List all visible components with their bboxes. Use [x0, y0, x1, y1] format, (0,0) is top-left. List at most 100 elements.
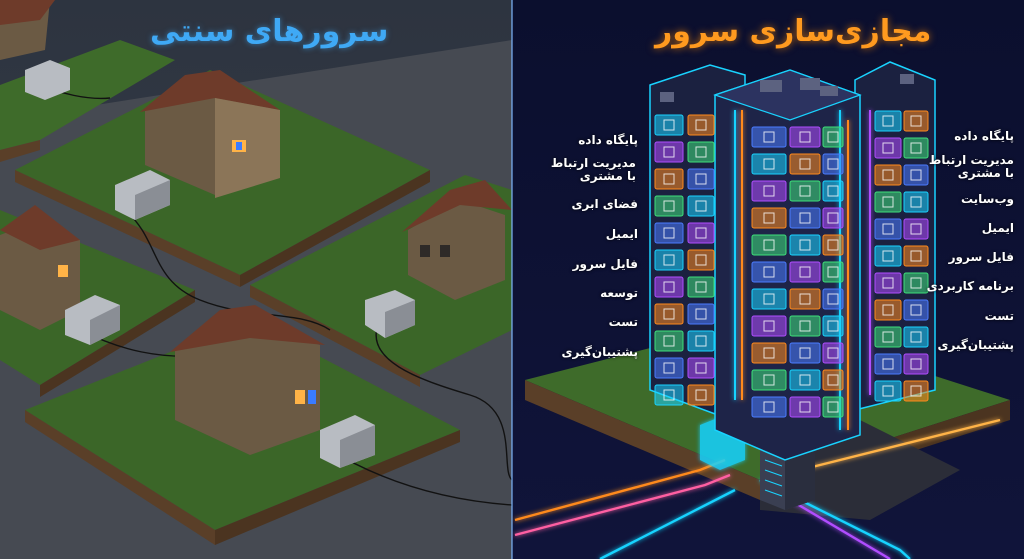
floor-window — [874, 272, 902, 294]
service-icon — [799, 212, 811, 224]
service-icon — [882, 358, 894, 370]
floor-window — [822, 342, 844, 364]
service-icon — [910, 277, 922, 289]
service-icon — [695, 227, 707, 239]
service-icon — [882, 331, 894, 343]
service-icon — [827, 239, 839, 251]
floor-window — [822, 369, 844, 391]
service-icon — [910, 196, 922, 208]
service-icon — [882, 385, 894, 397]
service-icon — [763, 374, 775, 386]
building-floors — [654, 110, 929, 418]
floor-window — [654, 141, 684, 163]
floor-window — [687, 222, 715, 244]
floor-window — [751, 180, 787, 202]
generator-3 — [365, 290, 415, 338]
floor-window — [822, 234, 844, 256]
service-icon — [663, 281, 675, 293]
floor-window — [903, 326, 929, 348]
service-icon — [763, 293, 775, 305]
service-icon — [882, 169, 894, 181]
service-icon — [763, 185, 775, 197]
floor-window — [789, 315, 821, 337]
service-icon — [882, 277, 894, 289]
right-panel-title: مجازی‌سازی سرور — [655, 14, 932, 49]
floor-window — [687, 141, 715, 163]
floor-window — [874, 137, 902, 159]
floor-window — [903, 353, 929, 375]
floor-window — [874, 110, 902, 132]
service-icon — [910, 169, 922, 181]
house-4 — [170, 305, 325, 455]
left-panel-title: سرورهای سنتی — [150, 14, 389, 49]
service-icon — [663, 254, 675, 266]
floor-window — [687, 249, 715, 271]
service-icon — [663, 227, 675, 239]
service-icon — [663, 389, 675, 401]
service-icon — [763, 320, 775, 332]
house-1 — [140, 70, 280, 198]
service-icon — [910, 250, 922, 262]
floor-window — [874, 326, 902, 348]
floor-window — [903, 218, 929, 240]
service-icon — [827, 401, 839, 413]
floor-window — [874, 245, 902, 267]
service-icon — [910, 142, 922, 154]
service-icon — [799, 185, 811, 197]
floor-window — [874, 164, 902, 186]
floor-window — [903, 164, 929, 186]
floor-window — [654, 303, 684, 325]
floor-window — [789, 342, 821, 364]
service-icon — [695, 146, 707, 158]
service-icon — [799, 293, 811, 305]
floor-window — [822, 207, 844, 229]
generator-6 — [25, 60, 70, 100]
right-label-database: پایگاه داده — [954, 129, 1014, 143]
floor-window — [903, 110, 929, 132]
service-icon — [799, 320, 811, 332]
service-icon — [763, 401, 775, 413]
service-icon — [695, 119, 707, 131]
service-icon — [882, 115, 894, 127]
right-label-application: برنامه کاربردی — [926, 279, 1014, 293]
floor-window — [822, 288, 844, 310]
service-icon — [695, 362, 707, 374]
floor-window — [903, 191, 929, 213]
generator-2 — [65, 295, 120, 345]
service-icon — [695, 254, 707, 266]
service-icon — [695, 389, 707, 401]
service-icon — [910, 223, 922, 235]
floor-window — [687, 330, 715, 352]
service-icon — [663, 308, 675, 320]
service-icon — [827, 293, 839, 305]
floor-window — [687, 384, 715, 406]
floor-window — [789, 288, 821, 310]
right-label-website: وب‌سایت — [960, 192, 1014, 206]
service-icon — [799, 158, 811, 170]
left-label-development: توسعه — [600, 286, 638, 300]
right-label-test: تست — [984, 309, 1014, 323]
left-label-test: تست — [608, 315, 638, 329]
floor-window — [654, 330, 684, 352]
service-icon — [827, 212, 839, 224]
floor-window — [687, 114, 715, 136]
right-label-file-server: فایل سرور — [948, 250, 1014, 264]
service-icon — [663, 119, 675, 131]
service-icon — [827, 185, 839, 197]
service-icon — [663, 173, 675, 185]
floor-window — [751, 261, 787, 283]
left-label-database: پایگاه داده — [578, 133, 638, 147]
floor-window — [874, 353, 902, 375]
floor-window — [822, 396, 844, 418]
service-icon — [799, 374, 811, 386]
floor-window — [751, 153, 787, 175]
floor-window — [751, 126, 787, 148]
floor-window — [751, 207, 787, 229]
service-icon — [827, 266, 839, 278]
floor-window — [903, 245, 929, 267]
service-icon — [763, 266, 775, 278]
floor-window — [654, 195, 684, 217]
floor-window — [789, 126, 821, 148]
floor-window — [874, 218, 902, 240]
